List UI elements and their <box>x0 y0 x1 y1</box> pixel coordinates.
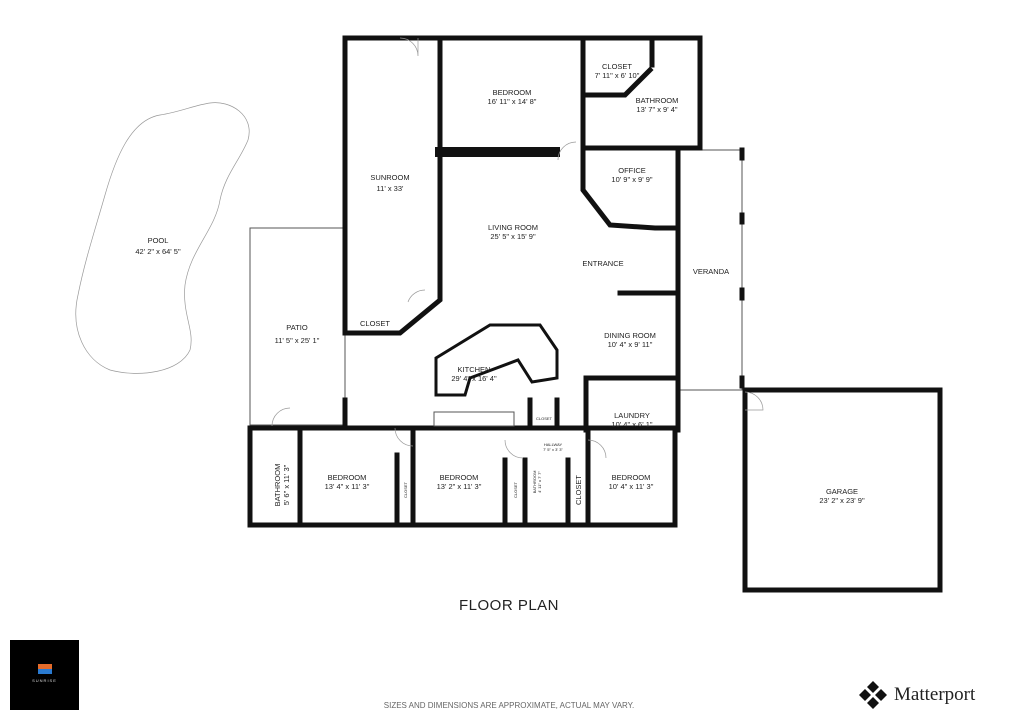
room-dims-living-room: 25' 5" x 15' 9" <box>490 232 536 241</box>
room-label-bedroom-4: BEDROOM <box>612 473 651 482</box>
room-label-side-bathroom: BATHROOM <box>273 464 282 507</box>
room-label-pool: POOL <box>148 236 169 245</box>
room-dims-bedroom-3: 13' 2" x 11' 3" <box>437 482 482 491</box>
room-label-master-bedroom: BEDROOM <box>493 88 532 97</box>
room-label-closet-4: CLOSET <box>574 475 583 505</box>
room-label-sunroom-closet: CLOSET <box>360 319 390 328</box>
room-dims-dining-room: 10' 4" x 9' 11" <box>608 340 653 349</box>
room-label-master-bathroom: BATHROOM <box>636 96 679 105</box>
room-dims-walk-in-closet: 7' 11" x 6' 10" <box>595 71 640 80</box>
floor-plan-title: FLOOR PLAN <box>458 597 560 614</box>
room-dims-garage: 23' 2" x 23' 9" <box>819 496 865 505</box>
matterport-brand: Matterport <box>858 680 975 710</box>
room-dims-side-bathroom: 5' 6" x 11' 3" <box>282 464 291 505</box>
room-label-hall-bathroom: BATHROOM <box>532 471 537 494</box>
room-label-office: OFFICE <box>618 166 646 175</box>
veranda-outline <box>678 149 743 391</box>
room-dims-master-bathroom: 13' 7" x 9' 4" <box>636 105 677 114</box>
room-label-dining-room: DINING ROOM <box>604 331 656 340</box>
room-dims-bedroom-2: 13' 4" x 11' 3" <box>325 482 370 491</box>
room-dims-hallway: 7' 5" x 3' 3" <box>543 447 563 452</box>
room-label-veranda: VERANDA <box>693 267 729 276</box>
matterport-wordmark: Matterport <box>894 684 976 705</box>
room-label-walk-in-closet: CLOSET <box>602 62 632 71</box>
kitchen-counter <box>433 411 515 427</box>
room-dims-kitchen: 29' 4" x 16' 4" <box>451 374 497 383</box>
room-label-garage: GARAGE <box>826 487 858 496</box>
disclaimer: SIZES AND DIMENSIONS ARE APPROXIMATE, AC… <box>383 701 635 710</box>
room-dims-patio: 11' 5" x 25' 1" <box>275 336 320 345</box>
walls <box>247 35 703 528</box>
matterport-logo-icon <box>859 681 887 709</box>
room-dims-sunroom: 11' x 33' <box>377 184 404 193</box>
garage-walls <box>742 387 943 593</box>
room-label-sunroom: SUNROOM <box>370 173 409 182</box>
room-label-hall-closet: CLOSET <box>536 416 553 421</box>
pool-outline <box>75 102 250 374</box>
room-label-bedroom-2: BEDROOM <box>328 473 367 482</box>
room-label-closet-2: CLOSET <box>403 481 408 498</box>
room-dims-hall-bathroom: 4' 11" x 7' 7" <box>537 471 542 493</box>
room-label-closet-3: CLOSET <box>513 481 518 498</box>
doors <box>271 37 764 459</box>
room-dims-laundry: 10' 4" x 6' 1" <box>611 420 652 429</box>
company-logo-text: SUNRISE <box>32 678 57 683</box>
room-label-living-room: LIVING ROOM <box>488 223 538 232</box>
room-label-bedroom-3: BEDROOM <box>440 473 479 482</box>
room-label-laundry: LAUNDRY <box>614 411 650 420</box>
room-label-hallway: HALLWAY <box>544 442 563 447</box>
kitchen-island <box>434 323 559 397</box>
room-dims-pool: 42' 2" x 64' 5" <box>135 247 181 256</box>
room-label-entrance: ENTRANCE <box>582 259 623 268</box>
room-dims-office: 10' 9" x 9' 9" <box>611 175 652 184</box>
room-label-patio: PATIO <box>286 323 308 332</box>
company-logo: SUNRISE <box>10 640 79 710</box>
room-dims-bedroom-4: 10' 4" x 11' 3" <box>609 482 654 491</box>
sunrise-logo-icon <box>38 664 52 674</box>
room-dims-master-bedroom: 16' 11" x 14' 8" <box>488 97 537 106</box>
room-label-kitchen: KITCHEN <box>458 365 491 374</box>
